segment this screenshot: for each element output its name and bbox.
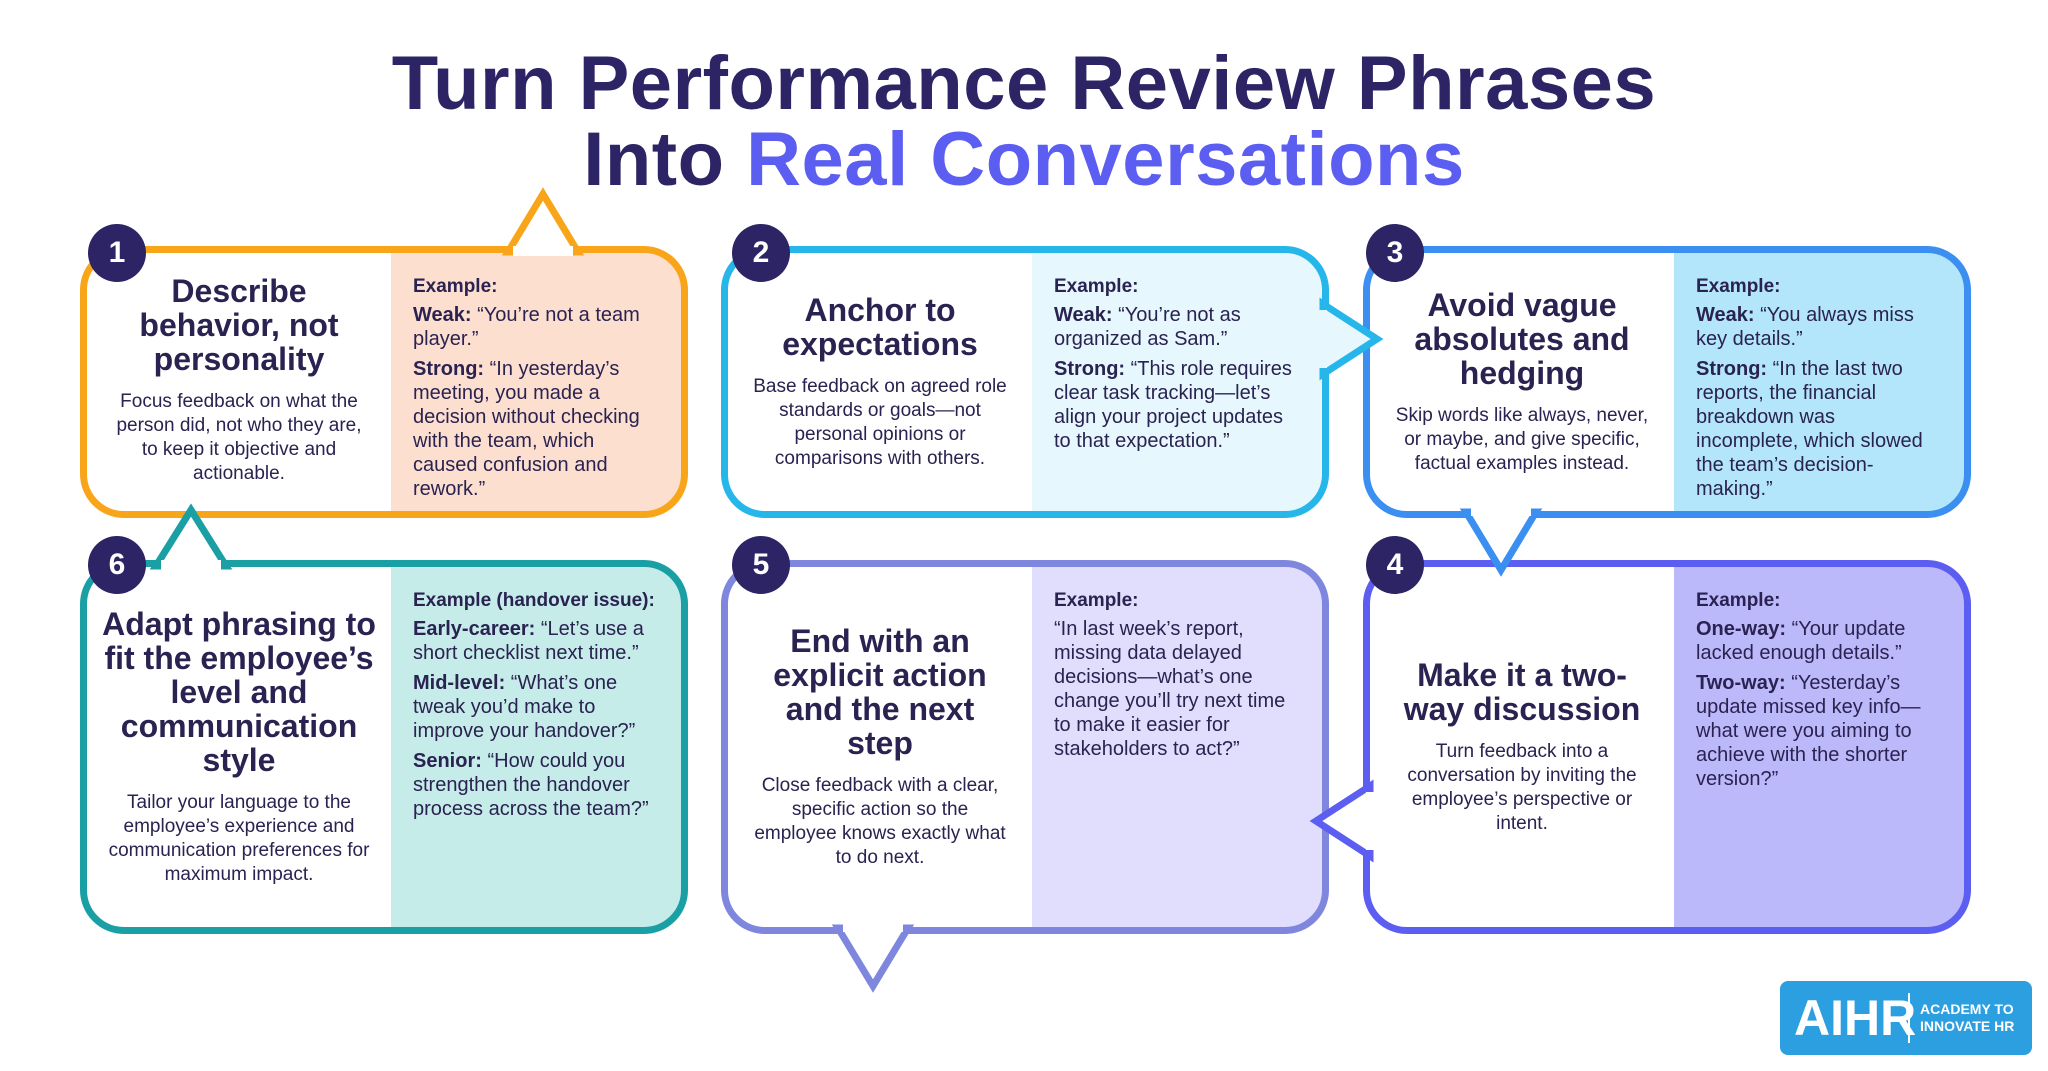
example-weak: Weak: “You’re not as organized as Sam.” bbox=[1054, 304, 1241, 350]
speech-tail-card-2 bbox=[1317, 297, 1384, 381]
tip-card-4-summary: Make it a two-way discussion Turn feedba… bbox=[1370, 567, 1674, 927]
speech-tail-card-6 bbox=[149, 503, 233, 570]
step-badge-5: 5 bbox=[732, 536, 790, 594]
speech-tail-card-1 bbox=[501, 187, 585, 256]
step-badge-6: 6 bbox=[88, 536, 146, 594]
tip-card-1-description: Focus feedback on what the person did, n… bbox=[116, 391, 362, 484]
page-title: Turn Performance Review Phrases Into Rea… bbox=[0, 46, 2048, 198]
tip-card-4-description: Turn feedback into a conversation by inv… bbox=[1407, 741, 1637, 834]
example-weak: Weak: “You’re not a team player.” bbox=[413, 304, 640, 350]
tip-card-6-summary: Adapt phrasing to fit the employee’s lev… bbox=[87, 567, 391, 927]
step-badge-2: 2 bbox=[732, 224, 790, 282]
example-two-way: Two-way: “Yesterday’s update missed key … bbox=[1696, 672, 1921, 790]
tip-card-6-description: Tailor your language to the employee’s e… bbox=[108, 792, 370, 885]
tip-card-6: Adapt phrasing to fit the employee’s lev… bbox=[80, 560, 688, 934]
step-badge-4: 4 bbox=[1366, 536, 1424, 594]
tip-card-2-description: Base feedback on agreed role standards o… bbox=[753, 376, 1007, 469]
tip-card-1-heading: Describe behavior, not personality bbox=[139, 273, 339, 377]
example-label: Example: bbox=[1054, 276, 1139, 297]
tip-card-5-heading: End with an explicit action and the next… bbox=[773, 623, 987, 761]
tip-card-5: End with an explicit action and the next… bbox=[721, 560, 1329, 934]
step-badge-1: 1 bbox=[88, 224, 146, 282]
tip-card-6-heading: Adapt phrasing to fit the employee’s lev… bbox=[102, 606, 376, 778]
tip-card-4-example: Example: One-way: “Your update lacked en… bbox=[1674, 567, 1964, 927]
tip-card-2-summary: Anchor to expectations Base feedback on … bbox=[728, 253, 1032, 511]
tip-card-5-example: Example: “In last week’s report, missing… bbox=[1032, 567, 1322, 927]
example-mid-level: Mid-level: “What’s one tweak you’d make … bbox=[413, 672, 636, 742]
tip-card-5-description: Close feedback with a clear, specific ac… bbox=[754, 775, 1006, 868]
tip-card-3-heading: Avoid vague absolutes and hedging bbox=[1414, 287, 1630, 391]
tip-card-4-heading: Make it a two-way discussion bbox=[1403, 657, 1641, 727]
example-weak: Weak: “You always miss key details.” bbox=[1696, 304, 1914, 350]
aihr-logo: AIHR ACADEMY TO INNOVATE HR bbox=[1780, 981, 2032, 1055]
example-label: Example: bbox=[1696, 276, 1781, 297]
logo-mark: AIHR bbox=[1794, 990, 1917, 1046]
example-label: Example: bbox=[1054, 590, 1139, 611]
tip-card-1-example: Example: Weak: “You’re not a team player… bbox=[391, 253, 681, 511]
title-line-2: Into Real Conversations bbox=[0, 122, 2048, 198]
tip-card-4: Make it a two-way discussion Turn feedba… bbox=[1363, 560, 1971, 934]
example-text: “In last week’s report, missing data del… bbox=[1054, 618, 1286, 760]
example-early-career: Early-career: “Let’s use a short checkli… bbox=[413, 618, 644, 664]
example-senior: Senior: “How could you strengthen the ha… bbox=[413, 750, 649, 820]
example-strong: Strong: “In yesterday’s meeting, you mad… bbox=[413, 358, 640, 500]
speech-tail-card-5 bbox=[831, 922, 915, 993]
tip-card-3-example: Example: Weak: “You always miss key deta… bbox=[1674, 253, 1964, 511]
tip-card-3-description: Skip words like always, never, or maybe,… bbox=[1395, 405, 1649, 474]
tip-card-6-example: Example (handover issue): Early-career: … bbox=[391, 567, 681, 927]
tip-card-2-heading: Anchor to expectations bbox=[782, 292, 978, 362]
tip-card-3-summary: Avoid vague absolutes and hedging Skip w… bbox=[1370, 253, 1674, 511]
title-line-2-accent: Real Conversations bbox=[746, 117, 1465, 202]
step-badge-3: 3 bbox=[1366, 224, 1424, 282]
tip-card-1: Describe behavior, not personality Focus… bbox=[80, 246, 688, 518]
tip-card-3: Avoid vague absolutes and hedging Skip w… bbox=[1363, 246, 1971, 518]
tip-card-2-example: Example: Weak: “You’re not as organized … bbox=[1032, 253, 1322, 511]
tip-card-5-summary: End with an explicit action and the next… bbox=[728, 567, 1032, 927]
tip-card-2: Anchor to expectations Base feedback on … bbox=[721, 246, 1329, 518]
example-one-way: One-way: “Your update lacked enough deta… bbox=[1696, 618, 1906, 664]
example-label: Example: bbox=[1696, 590, 1781, 611]
example-strong: Strong: “This role requires clear task t… bbox=[1054, 358, 1292, 452]
title-line-2-plain: Into bbox=[583, 117, 747, 202]
title-line-1: Turn Performance Review Phrases bbox=[391, 41, 1657, 126]
speech-tail-card-4 bbox=[1309, 779, 1376, 863]
example-label: Example (handover issue): bbox=[413, 590, 655, 611]
logo-tagline: ACADEMY TO INNOVATE HR bbox=[1920, 1001, 2015, 1034]
example-label: Example: bbox=[413, 276, 498, 297]
speech-tail-card-3 bbox=[1459, 506, 1543, 577]
example-strong: Strong: “In the last two reports, the fi… bbox=[1696, 358, 1923, 500]
tip-card-1-summary: Describe behavior, not personality Focus… bbox=[87, 253, 391, 511]
logo-divider bbox=[1908, 993, 1910, 1043]
